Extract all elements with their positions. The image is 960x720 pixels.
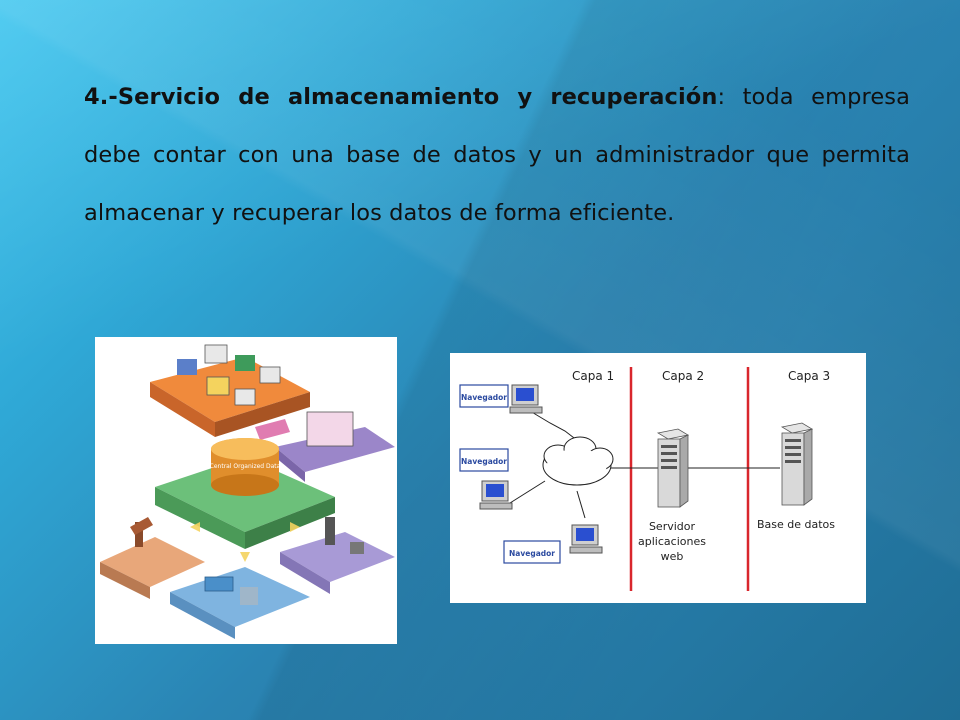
web-server-icon — [656, 428, 690, 508]
database-server-icon — [780, 422, 814, 506]
server-label-line1: Servidor — [649, 520, 696, 533]
central-data-label: Central Organized Data — [210, 463, 281, 470]
slide-body-text: : toda empresa debe contar con una base … — [84, 84, 910, 226]
layer-label-2: Capa 2 — [662, 369, 704, 383]
client-label-2: Navegador — [461, 457, 507, 466]
enterprise-architecture-image: Central Organized Data — [95, 337, 397, 644]
slide-paragraph: 4.-Servicio de almacenamiento y recupera… — [84, 68, 910, 242]
client-computer-icon: Navegador — [503, 524, 603, 564]
database-label: Base de datos — [757, 518, 835, 531]
tier-diagram-svg: Capa 1 Capa 2 Capa 3 Navegador — [459, 367, 835, 591]
server-label-line2: aplicaciones — [638, 535, 706, 548]
server-label-line3: web — [661, 550, 684, 563]
client-label-1: Navegador — [461, 393, 507, 402]
client-computer-icon: Navegador — [459, 448, 513, 510]
isometric-architecture-illustration: Central Organized Data — [100, 344, 395, 639]
layer-label-1: Capa 1 — [572, 369, 614, 383]
client-computer-icon: Navegador — [459, 384, 543, 414]
network-cloud-icon — [542, 436, 614, 486]
three-tier-architecture-diagram: Capa 1 Capa 2 Capa 3 Navegador — [450, 353, 866, 603]
client-label-3: Navegador — [509, 549, 555, 558]
layer-label-3: Capa 3 — [788, 369, 830, 383]
slide-heading: 4.-Servicio de almacenamiento y recupera… — [84, 84, 718, 110]
